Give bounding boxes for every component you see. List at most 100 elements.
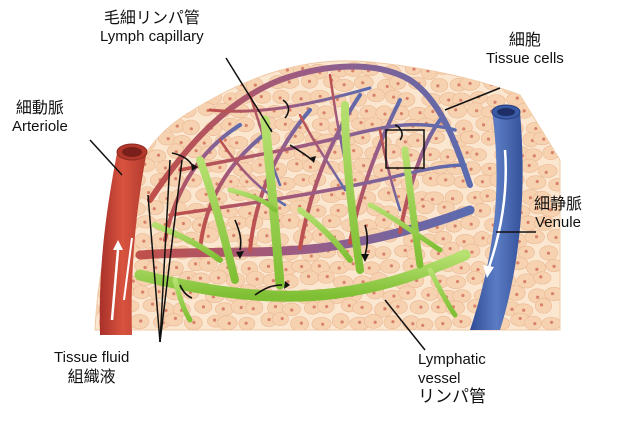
cell-nucleus bbox=[108, 166, 112, 170]
cell-nucleus bbox=[436, 84, 440, 88]
cell-nucleus bbox=[309, 254, 313, 258]
cell-nucleus bbox=[131, 137, 135, 141]
tissue-cell bbox=[524, 315, 542, 331]
cell-nucleus bbox=[363, 196, 367, 200]
cell-nucleus bbox=[251, 307, 255, 311]
tissue-cell bbox=[290, 316, 310, 331]
cell-nucleus bbox=[436, 305, 440, 309]
cell-nucleus bbox=[247, 266, 251, 271]
tissue-cell bbox=[245, 270, 266, 287]
cell-nucleus bbox=[539, 196, 543, 200]
cell-nucleus bbox=[476, 65, 481, 69]
cell-nucleus bbox=[391, 320, 395, 324]
cell-nucleus bbox=[204, 192, 208, 196]
cell-nucleus bbox=[361, 136, 365, 140]
cell-nucleus bbox=[198, 276, 203, 280]
cell-nucleus bbox=[410, 264, 414, 268]
cell-nucleus bbox=[426, 293, 430, 297]
cell-nucleus bbox=[217, 197, 221, 201]
cell-nucleus bbox=[552, 264, 556, 268]
tissue-cell bbox=[430, 78, 449, 93]
cell-nucleus bbox=[470, 250, 474, 254]
cell-nucleus bbox=[194, 149, 198, 153]
cell-nucleus bbox=[455, 279, 460, 284]
cell-nucleus bbox=[546, 93, 550, 97]
cell-nucleus bbox=[534, 235, 539, 239]
cell-nucleus bbox=[442, 64, 446, 68]
cell-nucleus bbox=[526, 220, 530, 224]
cell-nucleus bbox=[528, 196, 533, 200]
cell-nucleus bbox=[333, 150, 337, 154]
tissue-fluid-jp: 組織液 bbox=[67, 367, 116, 386]
cell-nucleus bbox=[265, 234, 269, 238]
cell-nucleus bbox=[163, 166, 167, 170]
cell-nucleus bbox=[224, 70, 229, 74]
cell-nucleus bbox=[391, 95, 396, 99]
tissue-cell bbox=[421, 287, 439, 301]
tissue-cell bbox=[95, 89, 113, 103]
lymphatic-vessel-en2: vessel bbox=[418, 370, 461, 387]
cell-nucleus bbox=[342, 280, 346, 284]
tissue-cell bbox=[146, 200, 164, 216]
cell-nucleus bbox=[211, 295, 215, 299]
cell-nucleus bbox=[550, 292, 555, 296]
venule-vessel bbox=[470, 104, 523, 330]
cell-nucleus bbox=[152, 207, 156, 211]
tissue-cell bbox=[316, 105, 335, 120]
cell-nucleus bbox=[392, 178, 397, 182]
tissue-cell bbox=[444, 189, 464, 205]
cell-nucleus bbox=[535, 206, 539, 211]
cell-nucleus bbox=[383, 307, 387, 311]
cell-nucleus bbox=[441, 322, 445, 326]
cell-nucleus bbox=[165, 79, 169, 83]
leader-lines bbox=[89, 57, 536, 351]
cell-nucleus bbox=[416, 138, 420, 142]
cell-nucleus bbox=[396, 305, 400, 309]
tissue-cell bbox=[455, 60, 473, 75]
cell-nucleus bbox=[143, 265, 147, 270]
cell-nucleus bbox=[403, 140, 407, 144]
cell-nucleus bbox=[359, 121, 363, 125]
cell-nucleus bbox=[317, 264, 321, 268]
cell-nucleus bbox=[351, 69, 355, 73]
cell-nucleus bbox=[206, 234, 210, 238]
cell-nucleus bbox=[227, 321, 231, 325]
cell-nucleus bbox=[307, 79, 312, 83]
cell-nucleus bbox=[150, 302, 155, 306]
venule-en: Venule bbox=[535, 214, 581, 231]
cell-nucleus bbox=[174, 177, 178, 181]
tissue-cell bbox=[535, 298, 552, 314]
cell-nucleus bbox=[392, 150, 396, 154]
cell-nucleus bbox=[312, 305, 316, 309]
arteriole-jp: 細動脈 bbox=[15, 98, 64, 117]
tissue-cells-jp: 細胞 bbox=[508, 30, 541, 49]
tissue-cell bbox=[538, 104, 556, 118]
cell-nucleus bbox=[173, 94, 177, 98]
cell-nucleus bbox=[421, 323, 425, 328]
tissue-cell bbox=[544, 286, 560, 302]
tissue-cell bbox=[163, 87, 184, 103]
cell-nucleus bbox=[215, 182, 219, 186]
cell-nucleus bbox=[300, 66, 305, 71]
cell-nucleus bbox=[248, 211, 252, 215]
cell-nucleus bbox=[159, 237, 163, 241]
cell-nucleus bbox=[334, 128, 338, 132]
cell-nucleus bbox=[328, 219, 332, 223]
cell-nucleus bbox=[459, 319, 463, 324]
cell-nucleus bbox=[471, 276, 475, 281]
cell-nucleus bbox=[353, 178, 357, 182]
cell-nucleus bbox=[488, 166, 492, 171]
tissue-fluid-en: Tissue fluid bbox=[54, 349, 130, 366]
tissue-cell bbox=[217, 315, 238, 331]
tissue-cell bbox=[147, 285, 167, 300]
tissue-cell bbox=[257, 60, 274, 75]
cell-nucleus bbox=[441, 237, 445, 241]
cell-nucleus bbox=[515, 96, 519, 100]
tissue-cell bbox=[203, 61, 221, 77]
cell-nucleus bbox=[460, 65, 464, 69]
cell-nucleus bbox=[385, 84, 389, 89]
cell-nucleus bbox=[523, 280, 527, 284]
tissue-cell bbox=[120, 79, 141, 94]
tissue-cell bbox=[95, 188, 107, 205]
cell-nucleus bbox=[451, 197, 455, 201]
